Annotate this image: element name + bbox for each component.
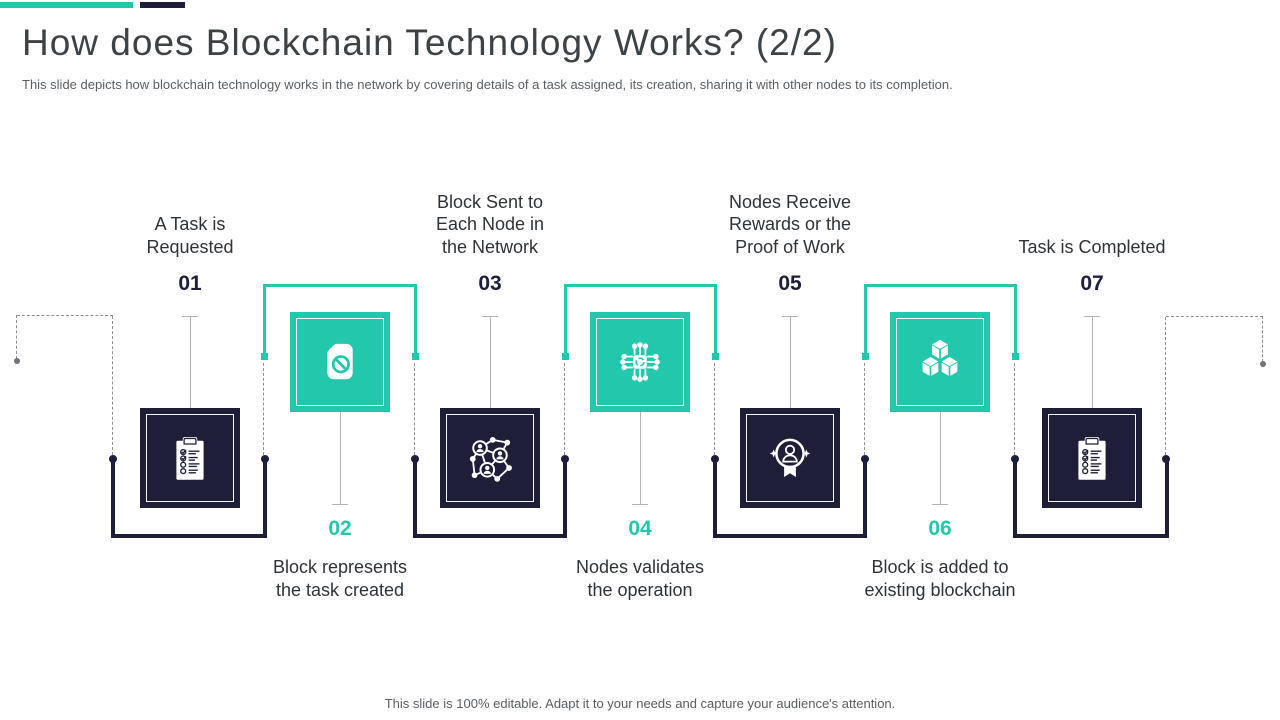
user-network-icon bbox=[469, 436, 512, 482]
restricted-document-icon bbox=[327, 343, 353, 380]
page-title: How does Blockchain Technology Works? (2… bbox=[22, 22, 837, 63]
clipboard-checklist-icon bbox=[176, 437, 204, 480]
dashed-connector bbox=[112, 316, 113, 455]
distributed-processing-icon bbox=[620, 342, 660, 382]
connector-tick bbox=[932, 504, 948, 505]
teal-bracket bbox=[864, 284, 1017, 358]
page-subtitle: This slide depicts how blockchain techno… bbox=[22, 77, 953, 92]
dark-bracket bbox=[111, 460, 267, 538]
step-icon-box bbox=[140, 408, 240, 508]
connector-line bbox=[340, 412, 341, 504]
dashed-connector bbox=[1165, 317, 1166, 455]
connector-dot bbox=[14, 358, 20, 364]
connector-line bbox=[190, 317, 191, 408]
connector-line bbox=[1092, 317, 1093, 408]
step-number: 05 bbox=[778, 272, 802, 295]
dashed-connector bbox=[564, 363, 565, 455]
dashed-connector bbox=[414, 363, 415, 455]
dashed-connector bbox=[1014, 363, 1015, 455]
dark-bracket bbox=[713, 460, 867, 538]
connector-endpoint bbox=[1012, 353, 1019, 360]
connector-dot bbox=[561, 455, 569, 463]
step-title: Block is added to existing blockchain bbox=[864, 557, 1016, 600]
step-icon-box bbox=[290, 312, 390, 412]
dashed-connector bbox=[1166, 316, 1263, 317]
connector-line bbox=[490, 317, 491, 408]
connector-dot bbox=[1011, 455, 1019, 463]
teal-bracket bbox=[263, 284, 417, 358]
accent-bar-teal bbox=[0, 2, 133, 8]
step-title: Nodes validates the operation bbox=[575, 557, 705, 600]
dashed-connector bbox=[17, 315, 113, 316]
dashed-connector bbox=[864, 363, 865, 455]
connector-dot bbox=[109, 455, 117, 463]
step-icon-box bbox=[440, 408, 540, 508]
dashed-connector bbox=[263, 363, 264, 455]
teal-bracket bbox=[564, 284, 717, 358]
step-number: 07 bbox=[1080, 272, 1104, 295]
connector-endpoint bbox=[562, 353, 569, 360]
step-icon-box bbox=[890, 312, 990, 412]
connector-endpoint bbox=[712, 353, 719, 360]
connector-line bbox=[940, 412, 941, 504]
accent-bar-navy bbox=[140, 2, 185, 8]
step-title: Task is Completed bbox=[1018, 236, 1166, 257]
connector-tick bbox=[182, 316, 198, 317]
connector-endpoint bbox=[261, 353, 268, 360]
step-title: Nodes Receive Rewards or the Proof of Wo… bbox=[728, 191, 852, 257]
dashed-connector bbox=[16, 315, 17, 359]
connector-tick bbox=[782, 316, 798, 317]
step-icon-box bbox=[740, 408, 840, 508]
connector-tick bbox=[482, 316, 498, 317]
connector-dot bbox=[1260, 361, 1266, 367]
connector-line bbox=[640, 412, 641, 504]
step-number: 06 bbox=[928, 517, 952, 540]
step-number: 01 bbox=[178, 272, 202, 295]
blockchain-cubes-icon bbox=[922, 339, 958, 376]
connector-tick bbox=[632, 504, 648, 505]
dark-bracket bbox=[413, 460, 567, 538]
dark-bracket bbox=[1013, 460, 1169, 538]
connector-tick bbox=[332, 504, 348, 505]
step-number: 03 bbox=[478, 272, 502, 295]
footer-note: This slide is 100% editable. Adapt it to… bbox=[384, 696, 896, 711]
connector-tick bbox=[1084, 316, 1100, 317]
step-number: 04 bbox=[628, 517, 652, 540]
connector-dot bbox=[711, 455, 719, 463]
connector-line bbox=[790, 317, 791, 408]
connector-dot bbox=[1162, 455, 1170, 463]
dashed-connector bbox=[714, 363, 715, 455]
connector-dot bbox=[261, 455, 269, 463]
step-number: 02 bbox=[328, 517, 352, 540]
connector-endpoint bbox=[412, 353, 419, 360]
step-icon-box bbox=[1042, 408, 1142, 508]
step-icon-box bbox=[590, 312, 690, 412]
connector-dot bbox=[861, 455, 869, 463]
step-title: Block represents the task created bbox=[272, 557, 408, 600]
connector-endpoint bbox=[862, 353, 869, 360]
step-title: A Task is Requested bbox=[146, 214, 234, 257]
clipboard-checklist-icon bbox=[1078, 437, 1106, 480]
connector-dot bbox=[411, 455, 419, 463]
award-badge-icon bbox=[769, 438, 811, 478]
step-title: Block Sent to Each Node in the Network bbox=[435, 191, 545, 257]
dashed-connector bbox=[1262, 316, 1263, 362]
